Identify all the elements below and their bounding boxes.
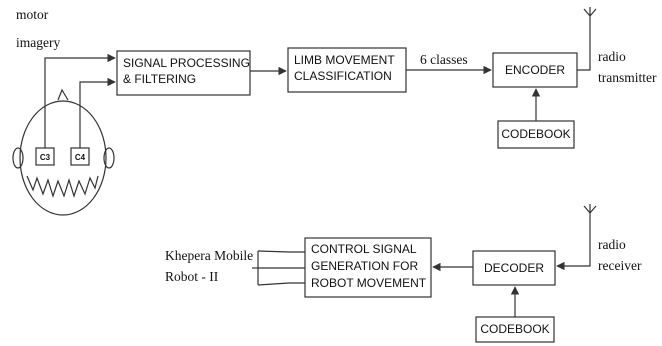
head-icon [12,88,115,216]
head-outline [19,100,107,216]
right-ear [103,147,115,169]
left-ear [12,147,24,169]
control-signal-label: CONTROL SIGNAL GENERATION FOR ROBOT MOVE… [311,242,427,290]
motor-imagery-label: motor imagery [16,7,60,50]
encoder-label: ENCODER [505,63,565,77]
codebook-bottom-box [475,316,555,343]
transmit-antenna-icon [583,7,597,17]
control-signal-box [304,237,432,298]
head-tuft [57,88,69,101]
khepera-robot-label: Khepera Mobile Robot - II [165,248,256,284]
hair-zigzag [26,175,99,198]
codebook-top-label: CODEBOOK [501,127,570,141]
radio-transmitter-label: radio transmitter [598,49,657,85]
signal-processing-box [116,50,251,96]
robot-output-arrows [252,250,305,286]
classification-label: LIMB MOVEMENT CLASSIFICATION [294,53,398,83]
c3-lead-arrow [44,53,116,148]
classification-box [287,47,407,93]
decoder-label: DECODER [484,261,544,275]
codebook-top-box [497,120,575,149]
signal-processing-label: SIGNAL PROCESSING & FILTERING [123,56,253,86]
electrode-c3-label: C3 [40,153,51,162]
codebook-bottom-label: CODEBOOK [480,322,549,336]
encoder-to-antenna-line [577,16,591,71]
encoder-box [492,52,578,88]
receive-antenna-icon [583,204,597,214]
c4-lead-arrow [79,77,116,148]
antenna-to-decoder-arrow [556,213,591,271]
classes-label: 6 classes [420,52,468,67]
electrode-c4-label: C4 [75,153,86,162]
decoder-box [472,250,556,286]
radio-receiver-label: radio receiver [598,237,642,273]
